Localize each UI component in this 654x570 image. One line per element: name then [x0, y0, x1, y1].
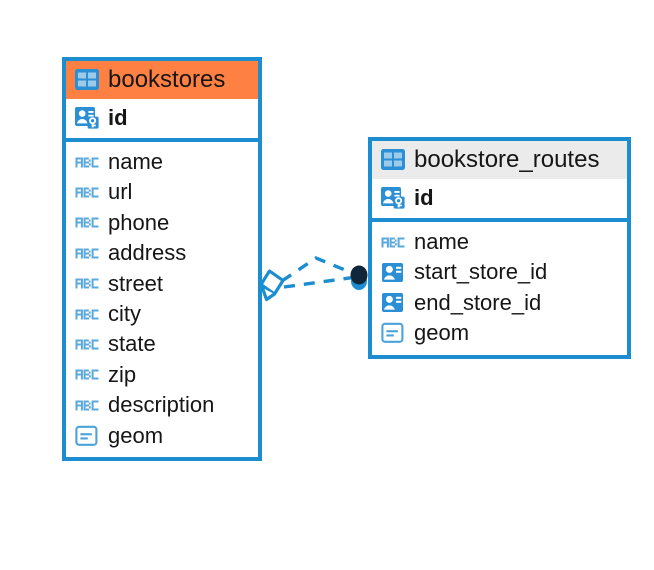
entity-title: bookstore_routes — [414, 146, 600, 173]
entity-bookstore-routes[interactable]: bookstore_routes id — [368, 137, 631, 359]
relationship-line-arc — [281, 256, 358, 283]
text-type-icon — [75, 399, 99, 412]
field-row-address[interactable]: address — [66, 238, 258, 268]
text-type-icon — [75, 247, 99, 260]
text-type-icon — [381, 236, 405, 249]
entity-header-bookstores[interactable]: bookstores — [66, 61, 258, 99]
relationship-line-straight — [283, 275, 358, 289]
text-type-icon — [75, 156, 99, 169]
field-row-street[interactable]: street — [66, 269, 258, 299]
field-label: id — [108, 104, 128, 130]
field-label: geom — [108, 422, 164, 448]
field-row-phone[interactable]: phone — [66, 208, 258, 238]
field-row-start-store-id[interactable]: start_store_id — [372, 257, 627, 287]
field-label: state — [108, 331, 156, 357]
connection-node-icon — [350, 265, 368, 290]
text-type-icon — [75, 368, 99, 381]
field-list-bookstores: name — [66, 142, 258, 457]
field-label: start_store_id — [414, 259, 548, 285]
field-label: name — [108, 148, 164, 174]
text-type-icon — [75, 277, 99, 290]
primary-key-icon — [75, 106, 99, 129]
entity-title: bookstores — [108, 66, 226, 93]
field-row-name[interactable]: name — [66, 147, 258, 177]
field-row-name[interactable]: name — [372, 227, 627, 257]
field-label: geom — [414, 320, 470, 346]
field-row-url[interactable]: url — [66, 177, 258, 207]
text-type-icon — [75, 338, 99, 351]
field-row-id[interactable]: id — [66, 99, 258, 142]
field-row-city[interactable]: city — [66, 299, 258, 329]
field-label: city — [108, 300, 141, 326]
field-label: id — [414, 184, 434, 210]
geometry-type-icon — [75, 425, 99, 447]
table-icon — [75, 69, 99, 91]
field-label: description — [108, 392, 215, 418]
field-row-id[interactable]: id — [372, 179, 627, 222]
foreign-key-icon — [381, 262, 405, 283]
text-type-icon — [75, 216, 99, 229]
field-label: address — [108, 240, 187, 266]
field-label: name — [414, 228, 470, 254]
field-list-bookstore-routes: name start_store_id — [372, 222, 627, 355]
entity-header-bookstore-routes[interactable]: bookstore_routes — [372, 141, 627, 179]
field-row-zip[interactable]: zip — [66, 360, 258, 390]
field-row-geom[interactable]: geom — [66, 421, 258, 451]
field-row-end-store-id[interactable]: end_store_id — [372, 288, 627, 318]
field-row-state[interactable]: state — [66, 329, 258, 359]
entity-bookstores[interactable]: bookstores id — [62, 57, 262, 461]
field-label: url — [108, 179, 133, 205]
field-label: phone — [108, 209, 170, 235]
field-row-description[interactable]: description — [66, 390, 258, 420]
primary-key-icon — [381, 186, 405, 209]
field-row-geom[interactable]: geom — [372, 318, 627, 348]
field-label: end_store_id — [414, 289, 542, 315]
text-type-icon — [75, 308, 99, 321]
field-label: zip — [108, 361, 137, 387]
foreign-key-icon — [381, 292, 405, 313]
field-label: street — [108, 270, 164, 296]
geometry-type-icon — [381, 322, 405, 344]
table-icon — [381, 149, 405, 171]
diamond-icon — [259, 269, 285, 302]
text-type-icon — [75, 186, 99, 199]
